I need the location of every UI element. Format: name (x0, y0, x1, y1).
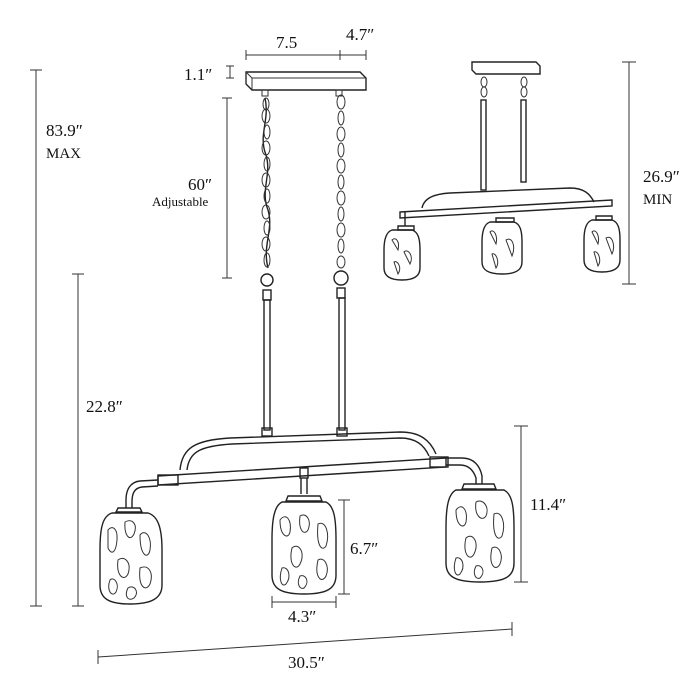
right-chain (333, 94, 349, 299)
shade-width-label: 4.3″ (288, 607, 316, 626)
arch-bar (179, 431, 437, 471)
canopy (245, 71, 367, 97)
chain-length-label: 60″ (188, 175, 212, 194)
down-rods (261, 297, 348, 437)
left-chain (260, 97, 274, 301)
canopy-width-label: 7.5 (276, 33, 297, 52)
dimension-lines (30, 50, 636, 664)
overall-max-caption: MAX (46, 146, 81, 162)
main-fixture (99, 71, 515, 605)
min-fixture (383, 61, 621, 281)
fixture-height-label: 11.4″ (530, 495, 566, 514)
horizontal-bar (157, 456, 449, 486)
canopy-depth-label: 4.7″ (346, 25, 374, 44)
canopy-height-label: 1.1″ (184, 65, 212, 84)
right-shade (445, 457, 515, 583)
rod-to-shade-label: 22.8″ (86, 397, 123, 416)
dimension-labels: 7.5 4.7″ 1.1″ 60″ Adjustable 83.9″ MAX 2… (46, 25, 680, 672)
overall-min-label: 26.9″ (643, 167, 680, 186)
middle-shade (271, 478, 337, 595)
shade-height-label: 6.7″ (350, 539, 378, 558)
overall-width-label: 30.5″ (288, 653, 325, 672)
chain-note-label: Adjustable (152, 194, 209, 209)
overall-min-caption: MIN (643, 192, 672, 208)
overall-max-label: 83.9″ (46, 121, 83, 140)
left-shade (99, 479, 163, 605)
